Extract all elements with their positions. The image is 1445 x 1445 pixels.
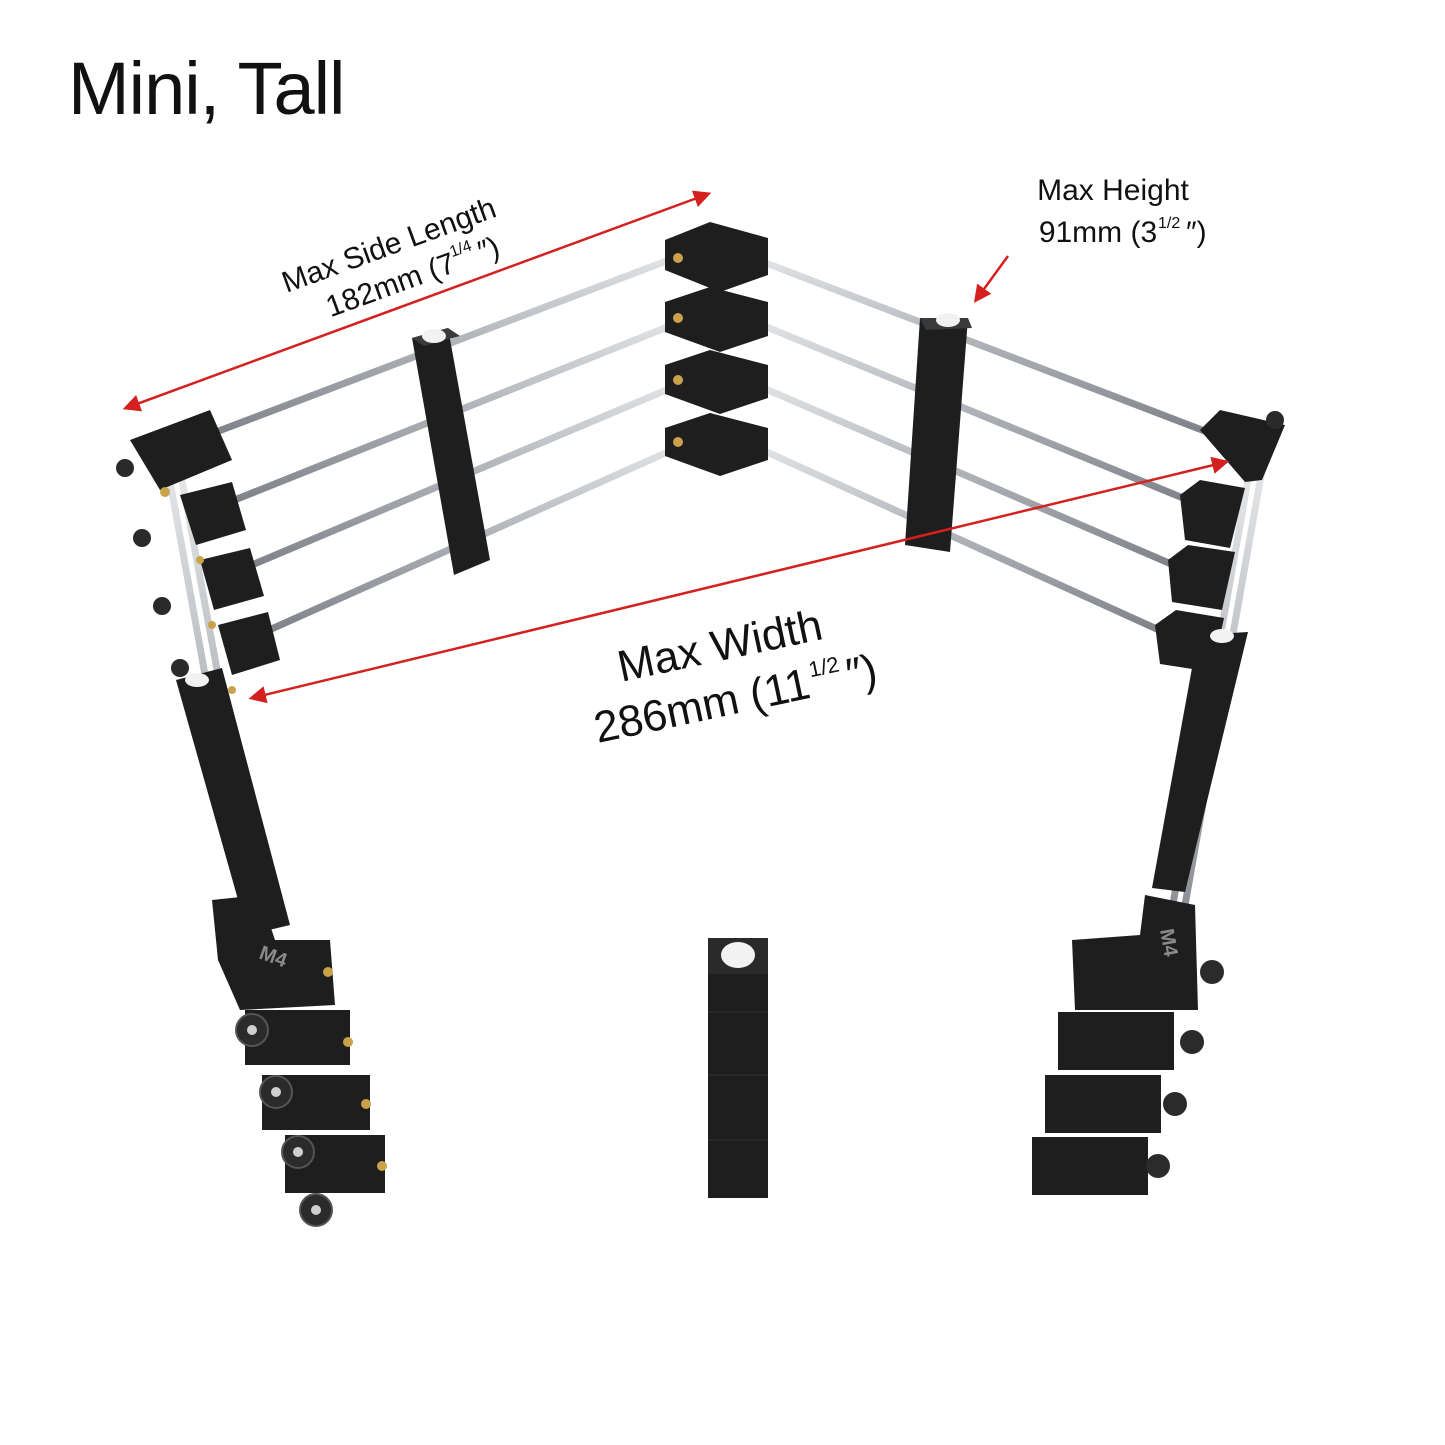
height-close: ″) xyxy=(1186,216,1207,249)
width-arrow xyxy=(248,456,1230,704)
left-corner-clamps xyxy=(116,410,280,694)
height-arrow xyxy=(973,255,1010,303)
side-length-arrow xyxy=(122,190,712,412)
front-right-clamps xyxy=(1032,895,1224,1195)
side-length-frac: 1/4 xyxy=(447,237,474,261)
post-front-middle xyxy=(708,938,768,1198)
width-close: ″) xyxy=(842,645,882,699)
height-frac: 1/2 xyxy=(1158,215,1180,232)
front-rods xyxy=(306,968,1094,1170)
width-frac: 1/2 xyxy=(806,651,841,682)
side-length-annotation: Max Side Length 182mm (7 1/4 ″) xyxy=(278,192,505,324)
page-title: Mini, Tall xyxy=(68,47,345,130)
back-right-rods xyxy=(741,251,1219,639)
height-annotation: Max Height 91mm (3 1/2 ″) xyxy=(1037,174,1206,249)
back-corner-clamps xyxy=(665,222,768,476)
post-back-right xyxy=(905,313,972,552)
post-right-front xyxy=(1152,629,1248,892)
post-left-front xyxy=(176,668,290,935)
side-length-close: ″) xyxy=(473,231,504,269)
height-label: Max Height xyxy=(1037,174,1189,207)
dimension-arrows xyxy=(122,190,1230,704)
front-left-clamps xyxy=(212,895,387,1227)
post-back-left xyxy=(412,328,490,575)
clamp-marking-label: M4 xyxy=(1155,927,1182,959)
height-value: 91mm (3 xyxy=(1039,216,1157,249)
width-annotation: Max Width 286mm (11 1/2 ″) xyxy=(590,600,882,752)
